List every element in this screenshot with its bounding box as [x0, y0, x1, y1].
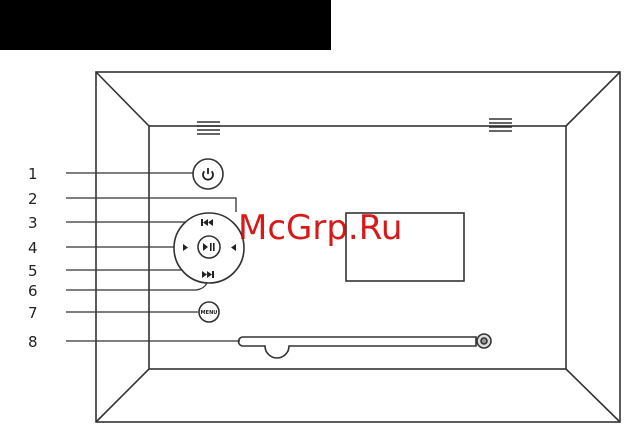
callout-number-4: 4	[28, 239, 38, 257]
callout-number-5: 5	[28, 262, 38, 280]
leader-2	[66, 198, 236, 212]
corner-line-bl	[96, 369, 149, 422]
callout-number-8: 8	[28, 333, 38, 351]
stand-knob-center	[481, 338, 487, 344]
menu-icon: MENU	[201, 310, 218, 316]
callout-number-1: 1	[28, 165, 38, 183]
header-bar	[0, 0, 331, 50]
callout-number-6: 6	[28, 282, 38, 300]
callout-number-3: 3	[28, 214, 38, 232]
corner-line-tr	[566, 72, 620, 126]
watermark: McGrp.Ru	[238, 208, 402, 248]
callout-number-7: 7	[28, 304, 38, 322]
menu-button[interactable]: MENU	[199, 302, 219, 322]
callout-numbers: 1 2 3 4 5 6 7 8	[28, 165, 38, 351]
mount-slot-left	[197, 122, 220, 134]
corner-line-br	[566, 369, 620, 422]
power-button[interactable]	[193, 159, 223, 189]
play-pause-button[interactable]	[198, 236, 220, 258]
callout-number-2: 2	[28, 190, 38, 208]
mount-slot-right	[489, 119, 512, 131]
leader-6	[66, 283, 207, 290]
stand	[239, 334, 492, 358]
corner-line-tl	[96, 72, 149, 126]
